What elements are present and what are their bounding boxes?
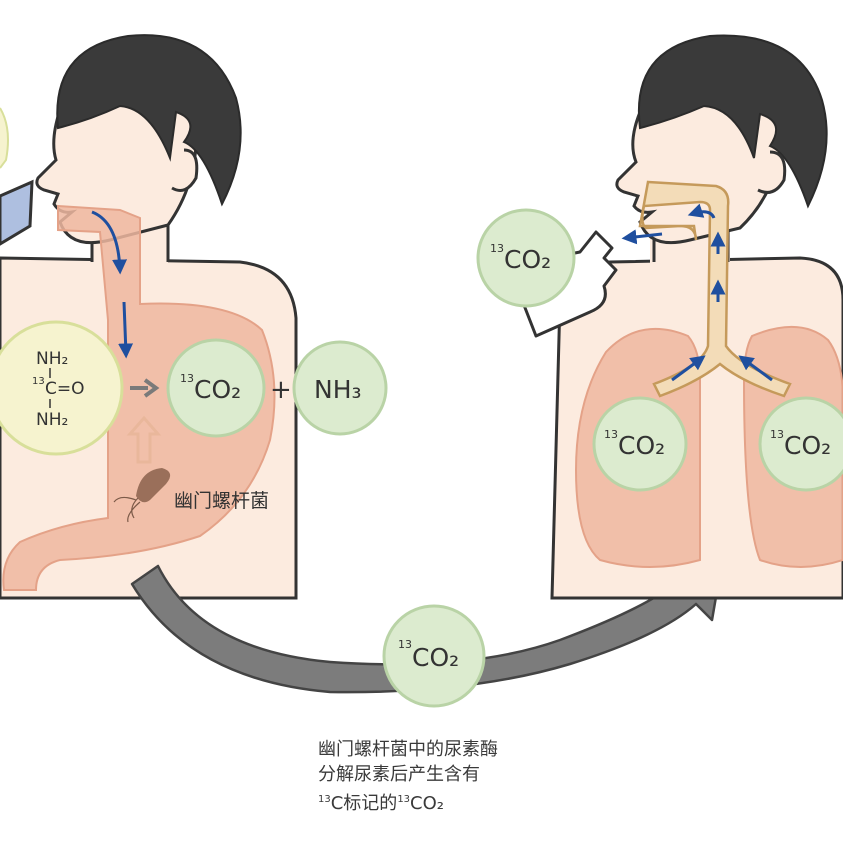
right-lung-co2-bubble: 13 CO₂ [758, 396, 843, 492]
plus-sign: + [270, 375, 292, 405]
left-flow-arrow-1 [91, 210, 128, 275]
caption-mid: C标记的 [330, 793, 398, 814]
urea-nh2-bottom: NH₂ [36, 410, 68, 430]
caption-line-1: 幽门螺杆菌中的尿素酶 [318, 739, 498, 760]
right-flow-arrow-6 [738, 355, 773, 382]
ammonia-formula: NH₃ [314, 375, 362, 404]
bacterium-label: 幽门螺杆菌 [174, 490, 269, 512]
left-lung-co2-bubble: 13 CO₂ [592, 396, 688, 492]
left-flow-arrow-2 [118, 301, 134, 359]
bubble-edge-icon [0, 107, 9, 169]
urea-c-mass: 13 [32, 376, 45, 387]
left-lung-co2-mass: 13 [604, 428, 618, 441]
caption-end: CO₂ [410, 793, 444, 814]
transport-co2-formula: CO₂ [412, 643, 459, 672]
urea-molecule: NH₂ 13 C=O NH₂ [0, 320, 124, 456]
right-flow-arrow-5 [671, 355, 706, 382]
urea-c-eq-o: C=O [45, 379, 85, 399]
bag-co2-formula: CO₂ [504, 245, 551, 274]
right-lung-co2-formula: CO₂ [784, 431, 831, 460]
caption-line-2: 分解尿素后产生含有 [318, 764, 480, 785]
left-stomach [2, 204, 276, 591]
bag-co2-bubble: 13 CO₂ [476, 208, 576, 308]
right-hair [637, 34, 828, 209]
caption: 幽门螺杆菌中的尿素酶 分解尿素后产生含有 13C标记的13CO₂ [318, 737, 618, 816]
ammonia-bubble: NH₃ [292, 340, 388, 436]
left-hair [56, 34, 242, 207]
transport-co2-bubble: 13 CO₂ [382, 604, 486, 708]
stomach-co2-formula: CO₂ [194, 375, 241, 404]
caption-mass-2: 13 [397, 794, 411, 805]
left-person [0, 34, 298, 600]
transport-arrow [130, 560, 724, 694]
caption-line-3: 13C标记的13CO₂ [318, 787, 618, 816]
transport-co2-mass: 13 [398, 638, 412, 651]
stomach-co2-bubble: 13 CO₂ [166, 338, 266, 438]
right-person [520, 34, 843, 600]
bacterium-icon [113, 468, 171, 523]
right-lung-co2-mass: 13 [770, 428, 784, 441]
caption-mass-1: 13 [318, 794, 331, 805]
right-flow-arrow-4 [621, 229, 663, 245]
up-arrow-icon [126, 415, 162, 464]
left-lung-co2-formula: CO₂ [618, 431, 665, 460]
cup-icon [0, 179, 34, 246]
bag-co2-mass: 13 [490, 242, 504, 255]
right-flow-arrow-3 [687, 203, 716, 219]
stomach-co2-mass: 13 [180, 372, 194, 385]
reaction-arrow-icon [130, 378, 160, 398]
urea-nh2-top: NH₂ [36, 349, 68, 369]
